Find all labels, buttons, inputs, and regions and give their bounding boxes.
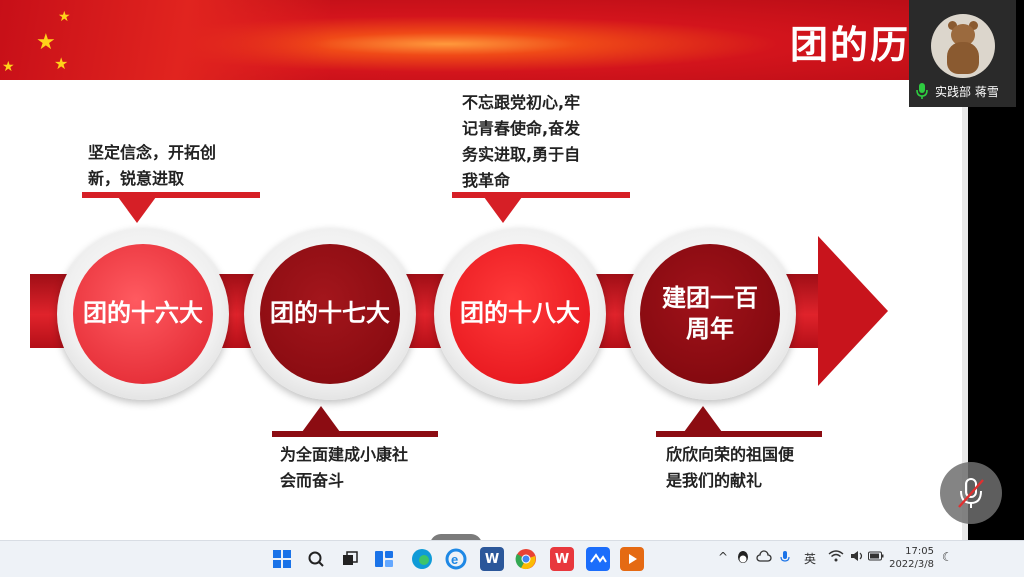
callout-text-2: 为全面建成小康社 会而奋斗: [280, 442, 408, 494]
milestone-17th-congress: 团的十七大: [244, 228, 416, 400]
milestone-18th-congress: 团的十八大: [434, 228, 606, 400]
edge-icon[interactable]: [410, 547, 434, 571]
clock-time: 17:05: [905, 546, 934, 557]
callout-pointer-1: [118, 197, 156, 223]
milestone-label-line: 周年: [686, 315, 734, 343]
moon-icon[interactable]: ☾: [942, 550, 953, 564]
participant-video-tile[interactable]: 实践部 蒋雪: [909, 0, 1016, 107]
svg-text:e: e: [451, 552, 458, 567]
callout-line: 是我们的献礼: [666, 471, 763, 490]
callout-pointer-4: [684, 406, 722, 432]
chrome-icon[interactable]: [514, 547, 538, 571]
widgets-icon[interactable]: [372, 547, 396, 571]
ie-icon[interactable]: e: [444, 547, 468, 571]
milestone-centenary: 建团一百周年: [624, 228, 796, 400]
mute-toggle-button[interactable]: [940, 462, 1002, 524]
star-icon: ★: [58, 9, 71, 25]
taskbar: e W W ^ 英 17:05 2022/3/8 ☾: [0, 540, 1024, 577]
milestone-label-line: 建团一百: [662, 283, 758, 312]
star-icon: ★: [36, 30, 56, 55]
callout-line: 为全面建成小康社: [280, 445, 409, 464]
microphone-icon: [915, 82, 929, 100]
presentation-icon[interactable]: [620, 547, 644, 571]
qq-icon[interactable]: [736, 550, 750, 567]
callout-line: 欣欣向荣的祖国便: [666, 445, 795, 464]
callout-text-3: 不忘跟党初心,牢 记青春使命,奋发 务实进取,勇于自 我革命: [462, 90, 580, 194]
milestone-label: 团的十七大: [260, 244, 400, 384]
system-clock[interactable]: 17:05 2022/3/8: [886, 545, 934, 571]
callout-bar-3: [452, 192, 630, 198]
presentation-slide: ★ ★ ★ ★ 团的历 团的十六大 团的十七大 团的十八大 建团一百周年 坚定信…: [0, 0, 968, 540]
muted-microphone-icon: [958, 478, 984, 508]
milestone-label: 建团一百周年: [640, 244, 780, 384]
search-icon[interactable]: [304, 547, 328, 571]
slide-edge: [962, 80, 968, 540]
callout-line: 我革命: [462, 171, 511, 190]
cloud-icon[interactable]: [756, 550, 772, 565]
milestone-label: 团的十八大: [450, 244, 590, 384]
wps-icon[interactable]: W: [550, 547, 574, 571]
microphone-tray-icon[interactable]: [780, 550, 790, 567]
start-icon[interactable]: [270, 547, 294, 571]
callout-line: 记青春使命,奋发: [462, 119, 581, 138]
tencent-meeting-icon[interactable]: [586, 547, 610, 571]
star-icon: ★: [54, 54, 69, 73]
callout-bar-1: [82, 192, 260, 198]
milestone-16th-congress: 团的十六大: [57, 228, 229, 400]
callout-line: 会而奋斗: [280, 471, 345, 490]
flag-wave: [0, 0, 330, 80]
word-icon[interactable]: W: [480, 547, 504, 571]
star-icon: ★: [2, 59, 15, 75]
clock-date: 2022/3/8: [889, 559, 934, 570]
callout-text-4: 欣欣向荣的祖国便 是我们的献礼: [666, 442, 794, 494]
task-view-icon[interactable]: [338, 547, 362, 571]
ime-indicator[interactable]: 英: [804, 552, 817, 566]
callout-text-1: 坚定信念，开拓创 新，锐意进取: [88, 140, 216, 192]
callout-pointer-3: [484, 197, 522, 223]
red-flag-banner: ★ ★ ★ ★ 团的历: [0, 0, 968, 80]
battery-icon[interactable]: [868, 550, 884, 564]
callout-line: 不忘跟党初心,牢: [462, 93, 581, 112]
timeline-arrow-head: [818, 236, 888, 386]
callout-bar-4: [656, 431, 822, 437]
participant-name: 实践部 蒋雪: [935, 85, 999, 99]
callout-line: 新，锐意进取: [88, 169, 185, 188]
callout-line: 坚定信念，开拓创: [88, 143, 217, 162]
callout-pointer-2: [302, 406, 340, 432]
avatar: [931, 14, 995, 78]
wifi-icon[interactable]: [828, 550, 844, 565]
chevron-up-icon[interactable]: ^: [718, 550, 729, 564]
volume-icon[interactable]: [850, 550, 864, 565]
milestone-label: 团的十六大: [73, 244, 213, 384]
callout-line: 务实进取,勇于自: [462, 145, 581, 164]
slide-title: 团的历: [790, 23, 911, 67]
callout-bar-2: [272, 431, 438, 437]
